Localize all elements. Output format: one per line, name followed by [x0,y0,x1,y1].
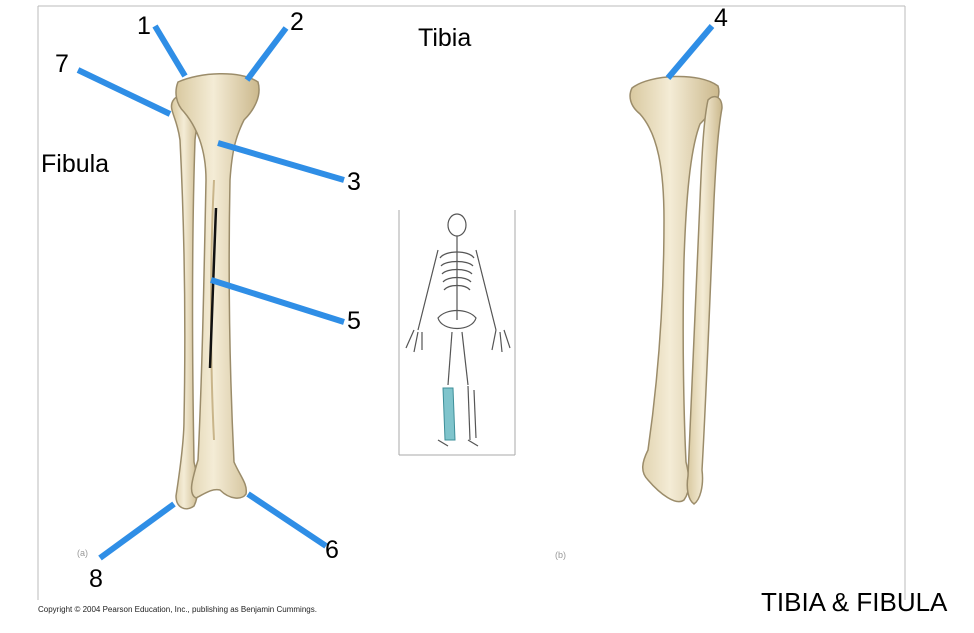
fibula-bone-posterior [686,95,723,505]
label-number-6: 6 [325,536,339,564]
leader-line-8 [98,501,176,561]
highlighted-tibia-fibula [442,387,456,441]
label-number-8: 8 [89,565,103,593]
leader-line-4 [665,24,715,80]
panel-mark-b: (b) [555,550,566,560]
panel-mark-a: (a) [77,548,88,558]
interosseous-border-mark [208,207,218,369]
leader-line-2 [244,26,289,82]
tibia-bone-posterior [629,75,720,503]
tibia-bone-anterior [175,73,260,499]
tibia-label: Tibia [418,24,472,52]
leader-line-7 [76,67,172,117]
figure-frame [37,5,906,600]
label-number-3: 3 [347,168,361,196]
fibula-label: Fibula [41,150,110,178]
fibula-bone-anterior [170,94,200,510]
page-title: TIBIA & FIBULA [761,587,948,617]
leader-lines [76,24,715,561]
label-number-2: 2 [290,8,304,36]
leader-line-1 [152,24,188,78]
label-number-1: 1 [137,12,151,40]
copyright-notice: Copyright © 2004 Pearson Education, Inc.… [38,605,317,614]
leader-line-5 [210,277,345,325]
leader-line-3 [217,140,345,183]
label-number-5: 5 [347,307,361,335]
label-number-7: 7 [55,50,69,78]
leader-line-6 [246,491,328,549]
skeleton-inset [398,210,516,456]
label-number-4: 4 [714,4,728,32]
